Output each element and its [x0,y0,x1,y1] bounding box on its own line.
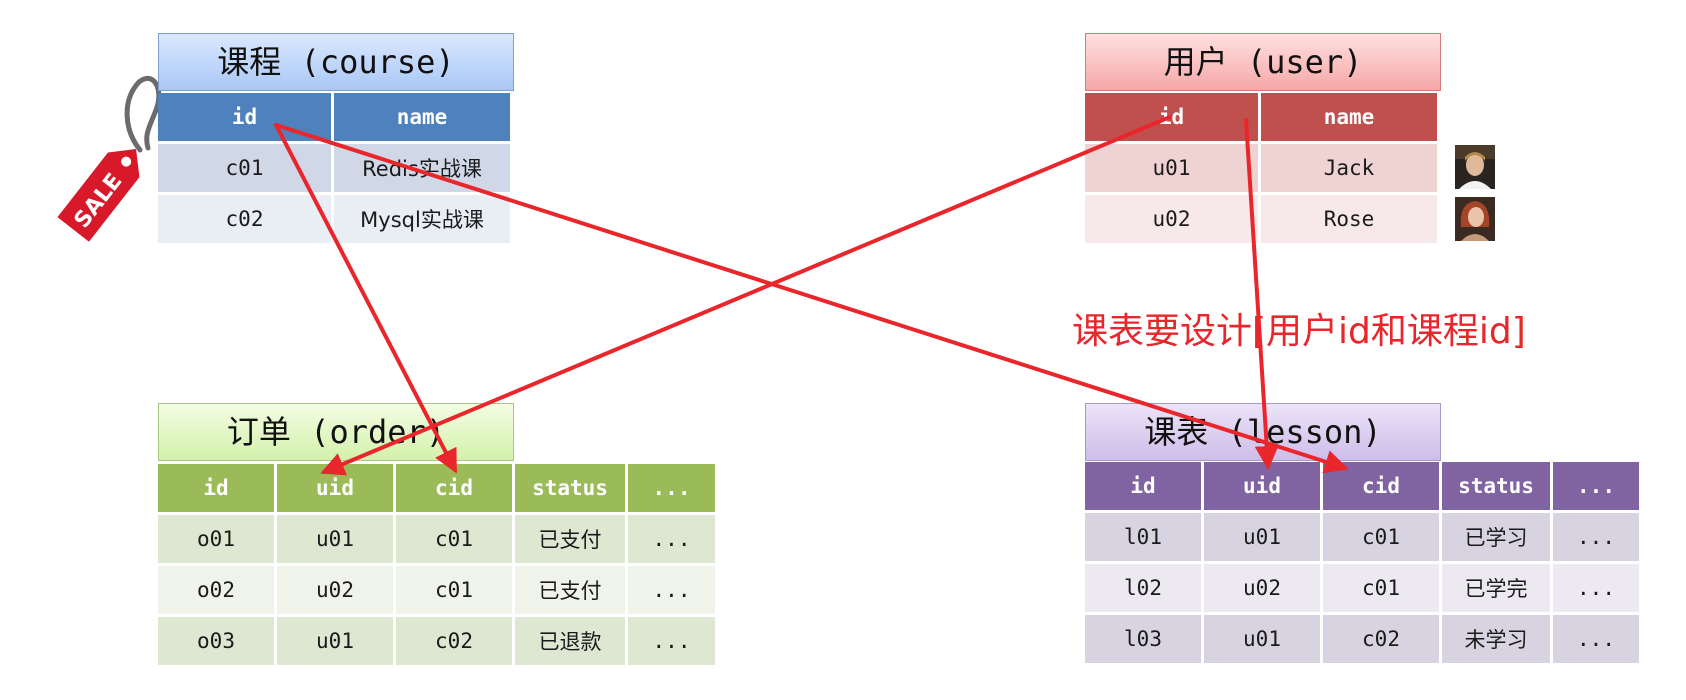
course-table-title: 课程 (course) [158,33,514,91]
order-header-id: id [158,464,274,512]
order-cell: u02 [277,566,393,614]
table-row: l01 u01 c01 已学习 ... [1085,513,1639,561]
order-cell: 已支付 [515,515,625,563]
lesson-header-uid: uid [1204,462,1320,510]
user-cell: u02 [1085,195,1258,243]
order-cell: ... [628,515,715,563]
order-header-uid: uid [277,464,393,512]
lesson-header-status: status [1442,462,1550,510]
user-table-title: 用户 (user) [1085,33,1441,91]
table-row: u02 Rose [1085,195,1437,243]
table-row: c02 Mysql实战课 [158,195,510,243]
lesson-cell: 已学完 [1442,564,1550,612]
course-cell: Mysql实战课 [334,195,510,243]
table-row: l02 u02 c01 已学完 ... [1085,564,1639,612]
order-cell: c01 [396,566,512,614]
order-cell: 已支付 [515,566,625,614]
user-cell: u01 [1085,144,1258,192]
table-row: o03 u01 c02 已退款 ... [158,617,715,665]
lesson-cell: ... [1553,564,1639,612]
lesson-header-more: ... [1553,462,1639,510]
rose-avatar-icon [1455,197,1495,241]
course-header-name: name [334,93,510,141]
order-cell: u01 [277,515,393,563]
lesson-cell: 已学习 [1442,513,1550,561]
lesson-cell: l01 [1085,513,1201,561]
lesson-cell: l02 [1085,564,1201,612]
table-row: o01 u01 c01 已支付 ... [158,515,715,563]
lesson-cell: ... [1553,615,1639,663]
order-table-title: 订单 (order) [158,403,514,461]
course-cell: c02 [158,195,331,243]
user-table: id name u01 Jack u02 Rose [1082,90,1440,246]
lesson-cell: u02 [1204,564,1320,612]
jack-avatar-icon [1455,145,1495,189]
lesson-cell: c01 [1323,513,1439,561]
lesson-cell: ... [1553,513,1639,561]
lesson-table-title: 课表 (lesson) [1085,403,1441,461]
lesson-design-note: 课表要设计[用户id和课程id] [1072,311,1526,352]
lesson-cell: c01 [1323,564,1439,612]
order-cell: o02 [158,566,274,614]
lesson-cell: u01 [1204,615,1320,663]
order-cell: c01 [396,515,512,563]
order-header-more: ... [628,464,715,512]
order-header-status: status [515,464,625,512]
order-table: id uid cid status ... o01 u01 c01 已支付 ..… [155,461,718,668]
lesson-cell: l03 [1085,615,1201,663]
lesson-header-id: id [1085,462,1201,510]
order-cell: 已退款 [515,617,625,665]
user-header-id: id [1085,93,1258,141]
table-row: o02 u02 c01 已支付 ... [158,566,715,614]
order-cell: o03 [158,617,274,665]
course-table: id name c01 Redis实战课 c02 Mysql实战课 [155,90,513,246]
lesson-cell: c02 [1323,615,1439,663]
order-cell: o01 [158,515,274,563]
lesson-cell: u01 [1204,513,1320,561]
table-row: c01 Redis实战课 [158,144,510,192]
order-cell: ... [628,566,715,614]
sale-tag-icon: SALE [57,76,162,242]
order-cell: ... [628,617,715,665]
lesson-header-cid: cid [1323,462,1439,510]
course-header-id: id [158,93,331,141]
order-cell: u01 [277,617,393,665]
lesson-cell: 未学习 [1442,615,1550,663]
order-cell: c02 [396,617,512,665]
course-cell: c01 [158,144,331,192]
course-cell: Redis实战课 [334,144,510,192]
table-row: u01 Jack [1085,144,1437,192]
user-cell: Jack [1261,144,1437,192]
user-header-name: name [1261,93,1437,141]
order-header-cid: cid [396,464,512,512]
lesson-table: id uid cid status ... l01 u01 c01 已学习 ..… [1082,459,1642,666]
user-cell: Rose [1261,195,1437,243]
table-row: l03 u01 c02 未学习 ... [1085,615,1639,663]
